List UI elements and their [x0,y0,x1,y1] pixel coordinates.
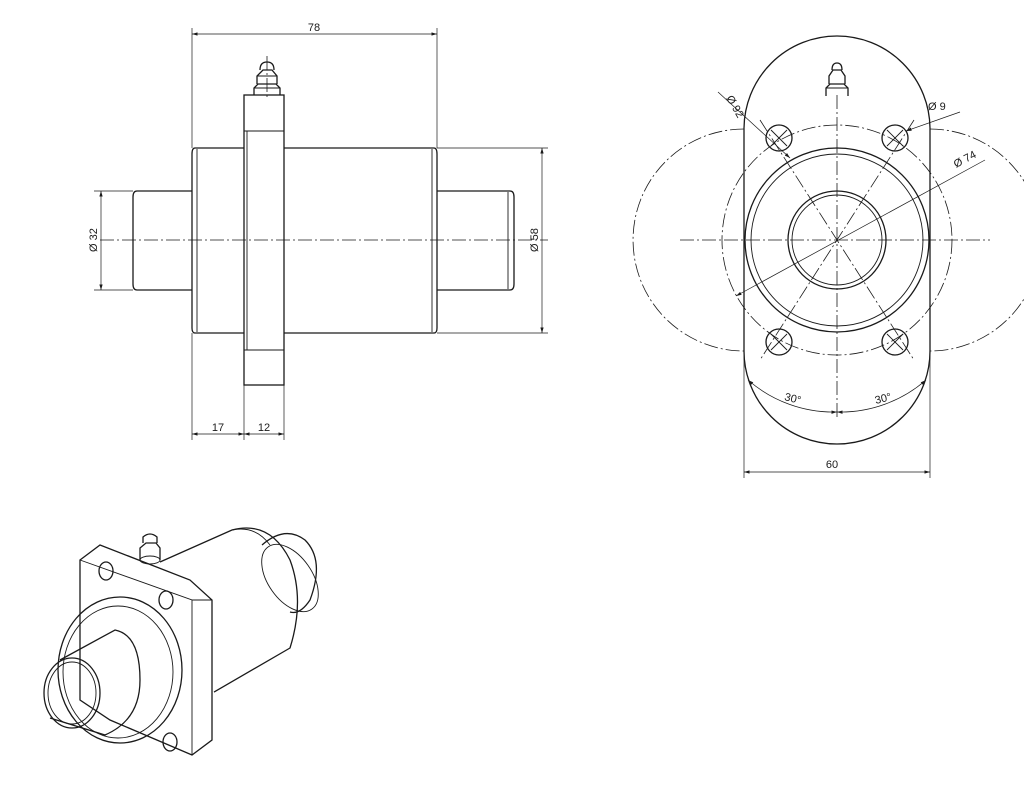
shaft-circle [787,190,887,290]
dim-body-diameter: Ø 58 [529,228,541,252]
dim-angle-left: 30° [783,391,802,407]
dim-angle-right: 30° [874,391,893,407]
dim-flat-width: 60 [826,459,838,471]
dim-hole-diameter: Ø 9 [928,101,946,113]
dim-overall-length: 78 [308,22,320,34]
body-left [191,147,244,334]
iso-body [159,527,299,693]
grease-nipple-side [253,56,281,100]
dim-flange-outer-diameter: Ø 92 [723,94,745,121]
flange [243,94,285,386]
right-shaft [437,190,515,291]
dim-bolt-circle-diameter: Ø 74 [952,149,979,171]
body-circle [744,147,930,333]
iso-front-shaft [49,629,141,736]
iso-rear-shaft [261,533,318,614]
bolt-holes [765,124,909,356]
grease-nipple-iso [139,533,161,565]
dim-flange-offset: 17 [212,422,224,434]
iso-flange [79,544,213,756]
dim-shaft-diameter: Ø 32 [88,228,100,252]
iso-front-boss [57,596,183,744]
grease-nipple-end [825,62,849,96]
body-right [284,147,438,334]
side-view: 78 17 12 Ø 32 Ø 58 [88,22,548,440]
end-view: Ø 92 Ø 9 Ø 74 30° 30° 60 [632,35,1024,478]
isometric-view [43,527,319,756]
left-shaft [132,190,192,291]
dim-flange-thickness: 12 [258,422,270,434]
